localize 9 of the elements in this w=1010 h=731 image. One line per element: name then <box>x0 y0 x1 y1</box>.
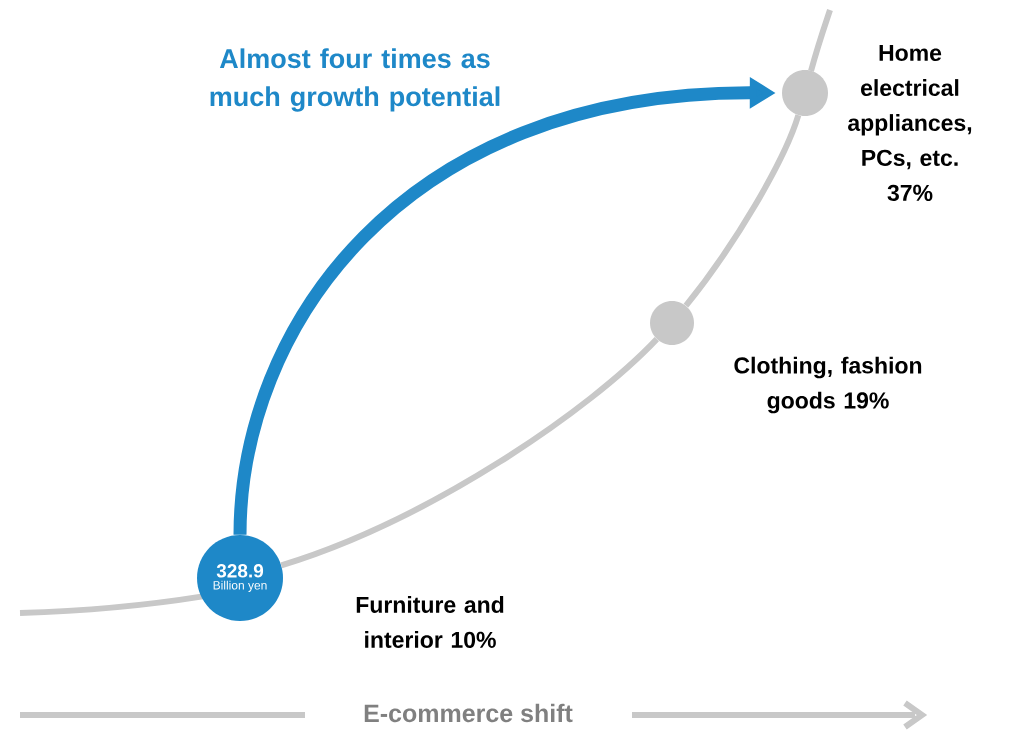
category-label: Furniture and interior 10% <box>356 596 504 648</box>
marker-dot <box>650 301 694 345</box>
marker-dot <box>782 70 828 116</box>
category-label: Home electrical appliances, PCs, etc. 37% <box>848 44 972 202</box>
growth-curve <box>683 114 802 308</box>
axis-label: E-commerce shift <box>364 703 573 723</box>
growth-curve <box>280 337 659 569</box>
edge-label: Almost four times as much growth potential <box>210 48 500 112</box>
category-label: Clothing, fashion goods 19% <box>734 356 922 414</box>
